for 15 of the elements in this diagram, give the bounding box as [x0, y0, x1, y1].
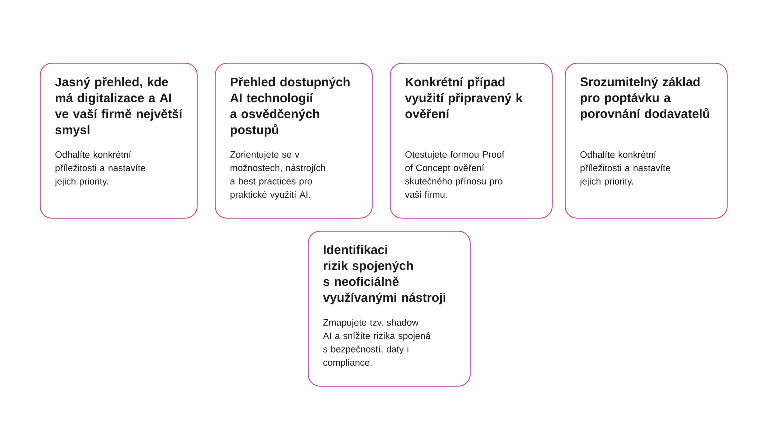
card-text: Odhalíte konkrétní příležitosti a nastavíte jejich priority. — [54, 151, 146, 187]
card — [40, 63, 198, 219]
card-title: Srozumitelný základ pro poptávku a porovnání dodavatelů — [580, 77, 710, 121]
card-text: Zorientujete se v možnostech, nástrojích a best practices pro praktické využití AI. — [230, 151, 326, 200]
card-text: Otestujete formou Proof of Concept ověření skutečného přínosu pro vaši firmu. — [405, 151, 505, 198]
card-title: Identifikaci rizik spojených s neoficiálně využívanými nástroji — [323, 245, 446, 305]
card — [308, 231, 471, 387]
card — [565, 63, 728, 219]
card-text: Zmapujete tzv. shadow AI a snížíte rizika spojená s bezpečností, daty i compliance. — [323, 319, 431, 368]
card — [390, 63, 553, 219]
card-text: Odhalíte konkrétní příležitosti a nastavíte jejich priority. — [580, 151, 670, 187]
card — [215, 63, 373, 219]
card-title: Konkrétní případ využití připravený k ověření — [405, 77, 523, 118]
card-title: Jasný přehled, kde má digitalizace a AI ve vaší firmě největší smysl — [55, 77, 183, 137]
card-title: Přehled dostupných AI technologií a osvědčených postupů — [230, 77, 350, 137]
